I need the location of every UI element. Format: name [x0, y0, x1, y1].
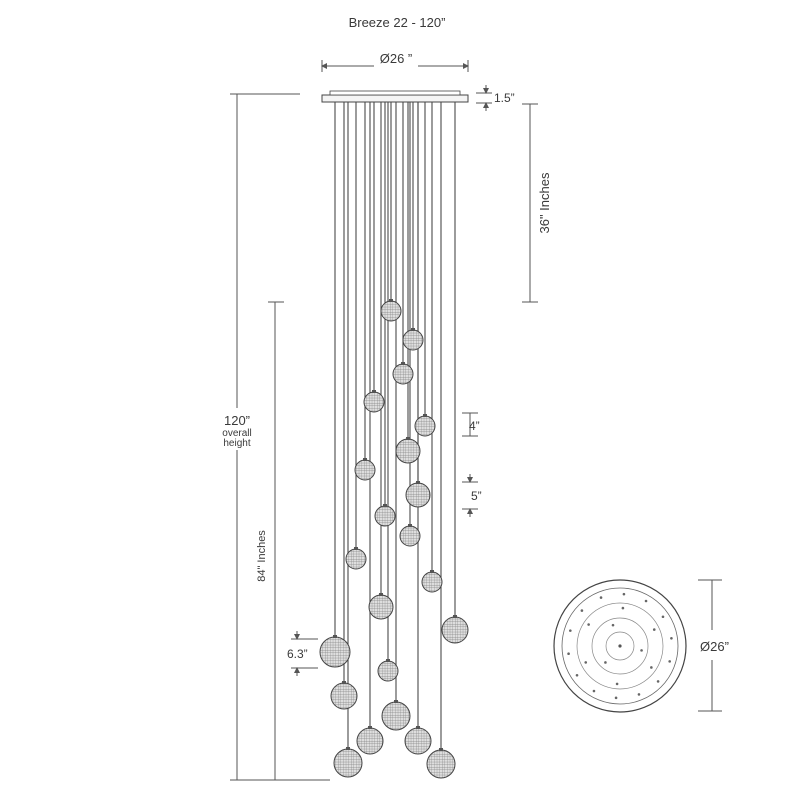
pendant-globe: [363, 390, 385, 413]
large-globe-label: 6.3”: [287, 647, 308, 661]
pendant-globe: [392, 362, 414, 385]
plan-pendant-point: [622, 592, 626, 596]
plan-diameter-label: Ø26”: [700, 639, 729, 654]
medium-globe-label: 5”: [471, 489, 482, 503]
pendant-globe: [414, 414, 436, 437]
pendant-globe: [319, 635, 351, 668]
plan-pendant-point: [592, 689, 596, 693]
plan-pendant-point: [567, 652, 570, 656]
plan-pendant-point: [656, 680, 660, 683]
top-drop-dimension: 36" Inches: [522, 103, 552, 303]
canopy-thickness-dimension: 1.5”: [476, 85, 515, 111]
plan-pendant-point: [615, 682, 619, 686]
pendant-globe: [421, 570, 443, 593]
overall-height-word2: height: [223, 438, 250, 449]
pendant-globe: [405, 481, 431, 508]
plan-pendant-point: [640, 649, 643, 652]
plan-pendant-point: [569, 629, 572, 632]
plan-pendant-point: [587, 623, 590, 626]
plan-pendant-point: [575, 673, 579, 677]
pendant-globe: [333, 747, 363, 778]
plan-pendant-point: [614, 696, 618, 700]
pendant-globe: [426, 748, 456, 779]
overall-height-dimension: 120” overall height: [222, 93, 330, 781]
pendant-cords: [334, 102, 456, 750]
top-drop-label: 36" Inches: [537, 172, 552, 233]
pendant-globe: [345, 547, 367, 570]
pendant-globes: [319, 299, 469, 779]
medium-globe-dimension: 5”: [462, 474, 482, 517]
plan-pendant-point: [584, 661, 588, 664]
plan-pendant-point: [604, 661, 607, 664]
small-globe-dimension: 4”: [462, 412, 480, 437]
pendant-globe: [404, 726, 432, 755]
plan-diameter-dimension: Ø26”: [698, 579, 729, 712]
pendant-globe: [441, 615, 469, 644]
plan-pendant-point: [652, 628, 656, 631]
canopy-diameter-dimension: Ø26 ”: [321, 51, 469, 72]
canopy-diameter-label: Ø26 ”: [380, 51, 413, 66]
plan-pendant-point: [621, 606, 625, 610]
plan-pendant-point: [611, 623, 615, 627]
pendant-globe: [402, 328, 424, 351]
drawing-title: Breeze 22 - 120”: [349, 15, 446, 30]
large-globe-dimension: 6.3”: [287, 631, 318, 676]
plan-pendant-point: [580, 609, 584, 612]
overall-height-value: 120”: [224, 413, 250, 428]
cluster-drop-label: 84" Inches: [256, 530, 268, 582]
canopy: [321, 90, 469, 103]
pendant-globe: [354, 458, 376, 481]
pendant-globe: [399, 524, 421, 547]
canopy-plan-view: [553, 579, 687, 713]
small-globe-label: 4”: [469, 419, 480, 433]
plan-pendant-point: [670, 636, 673, 640]
canopy-thickness-label: 1.5”: [494, 91, 515, 105]
plan-pendant-point: [661, 615, 665, 619]
pendant-globe: [374, 504, 396, 527]
pendant-globe: [381, 700, 411, 731]
plan-pendant-point: [668, 660, 671, 663]
plan-pendant-point: [644, 599, 648, 603]
plan-pendant-point: [637, 693, 641, 696]
plan-pendant-point: [650, 666, 653, 669]
pendant-globe: [356, 726, 384, 755]
pendant-globe: [377, 659, 399, 682]
plan-pendant-point: [599, 596, 603, 599]
pendant-globe: [368, 593, 394, 620]
pendant-globe: [330, 681, 358, 710]
pendant-globe: [395, 437, 421, 464]
cluster-drop-dimension: 84" Inches: [256, 301, 284, 780]
pendant-globe: [380, 299, 402, 322]
overall-height-word1: overall: [222, 428, 251, 439]
